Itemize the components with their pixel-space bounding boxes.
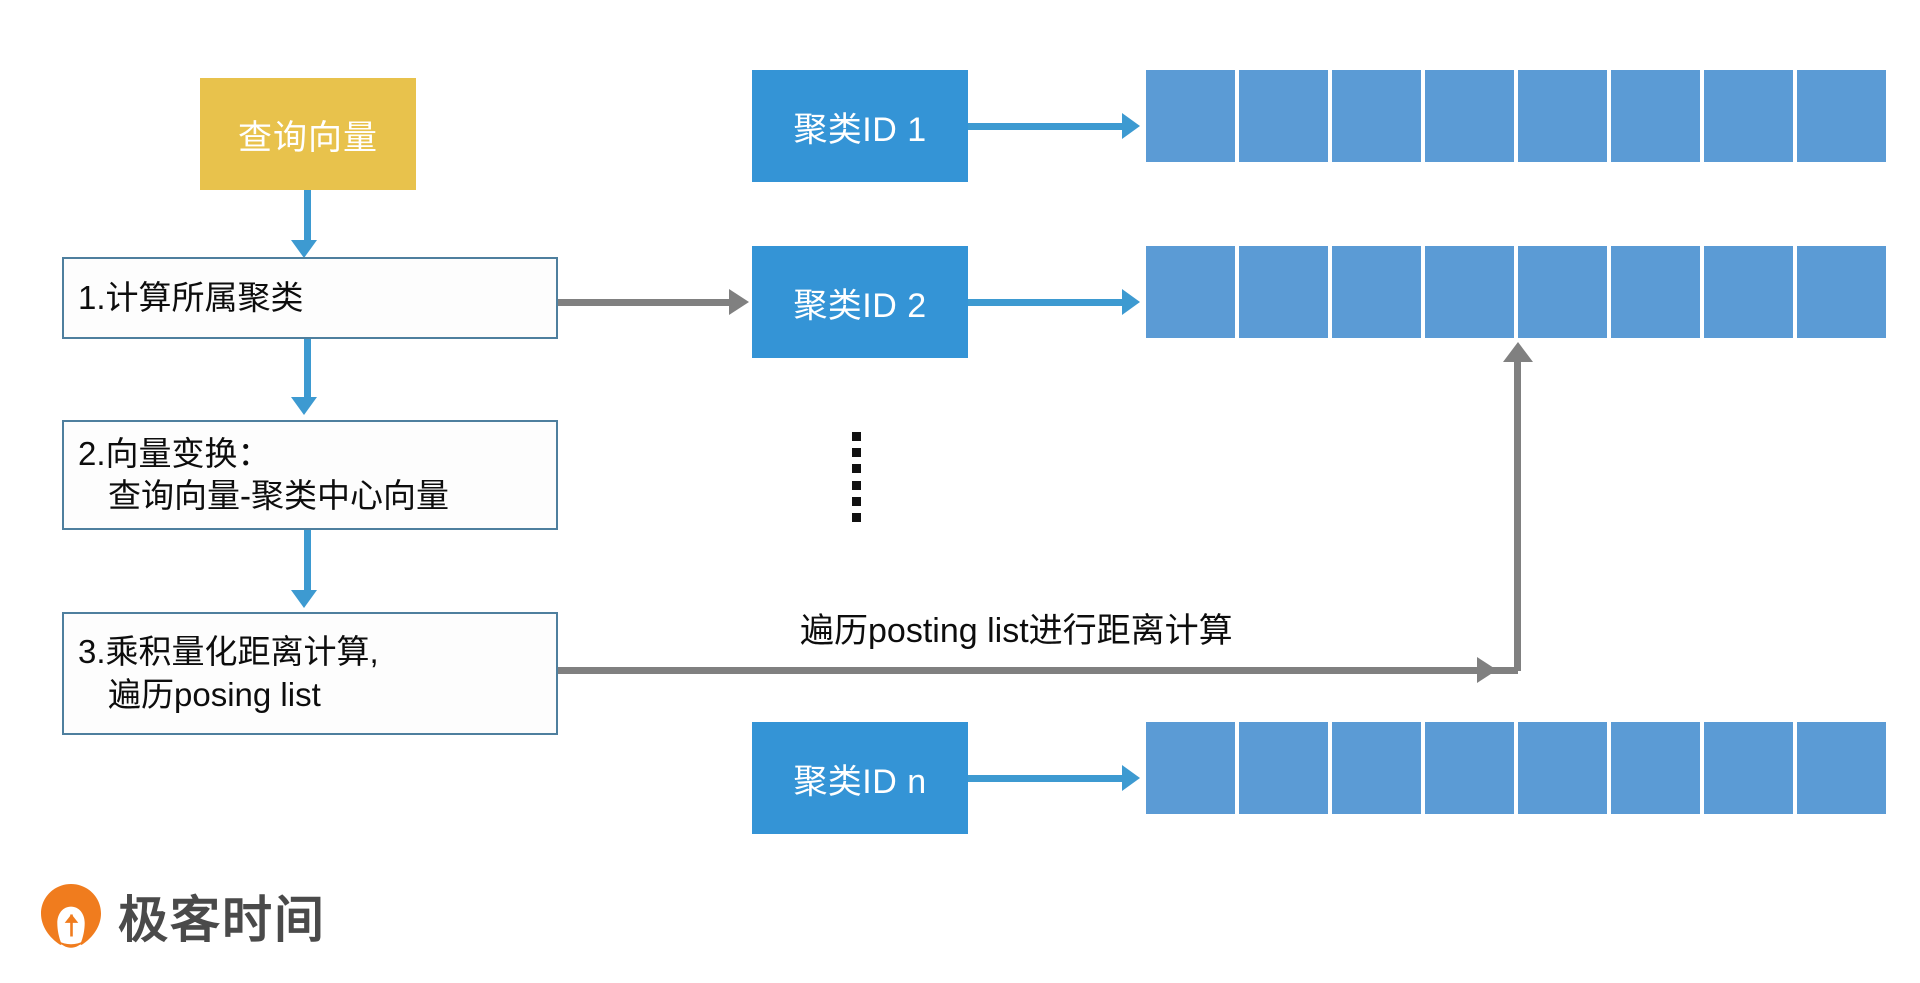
posting-list-cell xyxy=(1332,722,1421,814)
posting-list-n xyxy=(1146,722,1886,814)
ellipsis-dot xyxy=(851,432,861,441)
cluster-box-n: 聚类ID n xyxy=(752,722,968,834)
arrow-clustern-to-list-head xyxy=(1122,765,1140,791)
step-1-line-1: 1.计算所属聚类 xyxy=(78,278,304,316)
query-vector-box: 查询向量 xyxy=(200,78,416,190)
cluster-box-1: 聚类ID 1 xyxy=(752,70,968,182)
step-3-line-2: 遍历posing list xyxy=(108,675,321,713)
arrow-cluster2-to-list-head xyxy=(1122,289,1140,315)
posting-list-cell xyxy=(1146,722,1235,814)
posting-list-cell xyxy=(1239,722,1328,814)
ellipsis-dot xyxy=(851,448,861,458)
posting-list-cell xyxy=(1611,246,1700,338)
posting-list-cell xyxy=(1518,722,1607,814)
cluster-label-n: 聚类ID n xyxy=(793,762,927,801)
arrow-step1-to-step2-head xyxy=(291,397,317,415)
arrow-step3-to-posting-head-v xyxy=(1503,342,1533,362)
posting-list-cell xyxy=(1425,722,1514,814)
arrow-step3-to-posting-head-h xyxy=(1477,657,1497,683)
geektime-logo: 极客时间 xyxy=(40,880,326,952)
arrow-clustern-to-list-shaft xyxy=(968,775,1123,782)
posting-list-2 xyxy=(1146,246,1886,338)
step-2-line-1: 2.向量变换： xyxy=(78,434,271,472)
arrow-cluster1-to-list-head xyxy=(1122,113,1140,139)
posting-list-cell xyxy=(1425,246,1514,338)
geektime-logo-text: 极客时间 xyxy=(118,891,326,949)
step-1-box: 1.计算所属聚类 xyxy=(62,257,558,339)
ellipsis-dot xyxy=(851,512,861,522)
posting-list-cell xyxy=(1239,246,1328,338)
ellipsis-dot xyxy=(851,464,861,474)
arrow-step2-to-step3-shaft xyxy=(304,530,311,594)
traverse-posting-list-caption: 遍历posting list进行距离计算 xyxy=(800,612,1233,650)
step-2-box: 2.向量变换： 查询向量-聚类中心向量 xyxy=(62,420,558,530)
vertical-ellipsis-icon xyxy=(848,432,864,522)
posting-list-cell xyxy=(1425,70,1514,162)
posting-list-cell xyxy=(1797,246,1886,338)
step-3-box: 3.乘积量化距离计算, 遍历posing list xyxy=(62,612,558,735)
posting-list-cell xyxy=(1797,70,1886,162)
posting-list-cell xyxy=(1704,70,1793,162)
cluster-label-1: 聚类ID 1 xyxy=(793,110,927,149)
posting-list-1 xyxy=(1146,70,1886,162)
posting-list-cell xyxy=(1704,246,1793,338)
arrow-cluster2-to-list-shaft xyxy=(968,299,1123,306)
arrow-step1-to-cluster2-shaft xyxy=(558,299,730,306)
posting-list-cell xyxy=(1518,246,1607,338)
posting-list-cell xyxy=(1146,70,1235,162)
ellipsis-dot xyxy=(851,496,861,506)
step-2-line-2: 查询向量-聚类中心向量 xyxy=(108,477,449,514)
posting-list-cell xyxy=(1518,70,1607,162)
arrow-query-to-step1-head xyxy=(291,240,317,258)
geektime-mark-icon xyxy=(40,883,102,949)
arrow-step2-to-step3-head xyxy=(291,590,317,608)
posting-list-cell xyxy=(1146,246,1235,338)
posting-list-cell xyxy=(1704,722,1793,814)
arrow-step3-to-posting-shaft-v xyxy=(1514,360,1521,671)
arrow-cluster1-to-list-shaft xyxy=(968,123,1123,130)
ellipsis-dot xyxy=(851,480,861,490)
posting-list-cell xyxy=(1611,70,1700,162)
arrow-step1-to-cluster2-head xyxy=(729,289,749,315)
step-3-line-1: 3.乘积量化距离计算, xyxy=(78,633,379,671)
posting-list-cell xyxy=(1332,70,1421,162)
arrow-query-to-step1-shaft xyxy=(304,190,311,242)
posting-list-cell xyxy=(1611,722,1700,814)
cluster-label-2: 聚类ID 2 xyxy=(793,286,927,325)
arrow-step3-to-posting-shaft-h xyxy=(558,667,1518,674)
cluster-box-2: 聚类ID 2 xyxy=(752,246,968,358)
posting-list-cell xyxy=(1332,246,1421,338)
posting-list-cell xyxy=(1239,70,1328,162)
arrow-step1-to-step2-shaft xyxy=(304,339,311,399)
query-vector-label: 查询向量 xyxy=(238,118,378,157)
posting-list-cell xyxy=(1797,722,1886,814)
